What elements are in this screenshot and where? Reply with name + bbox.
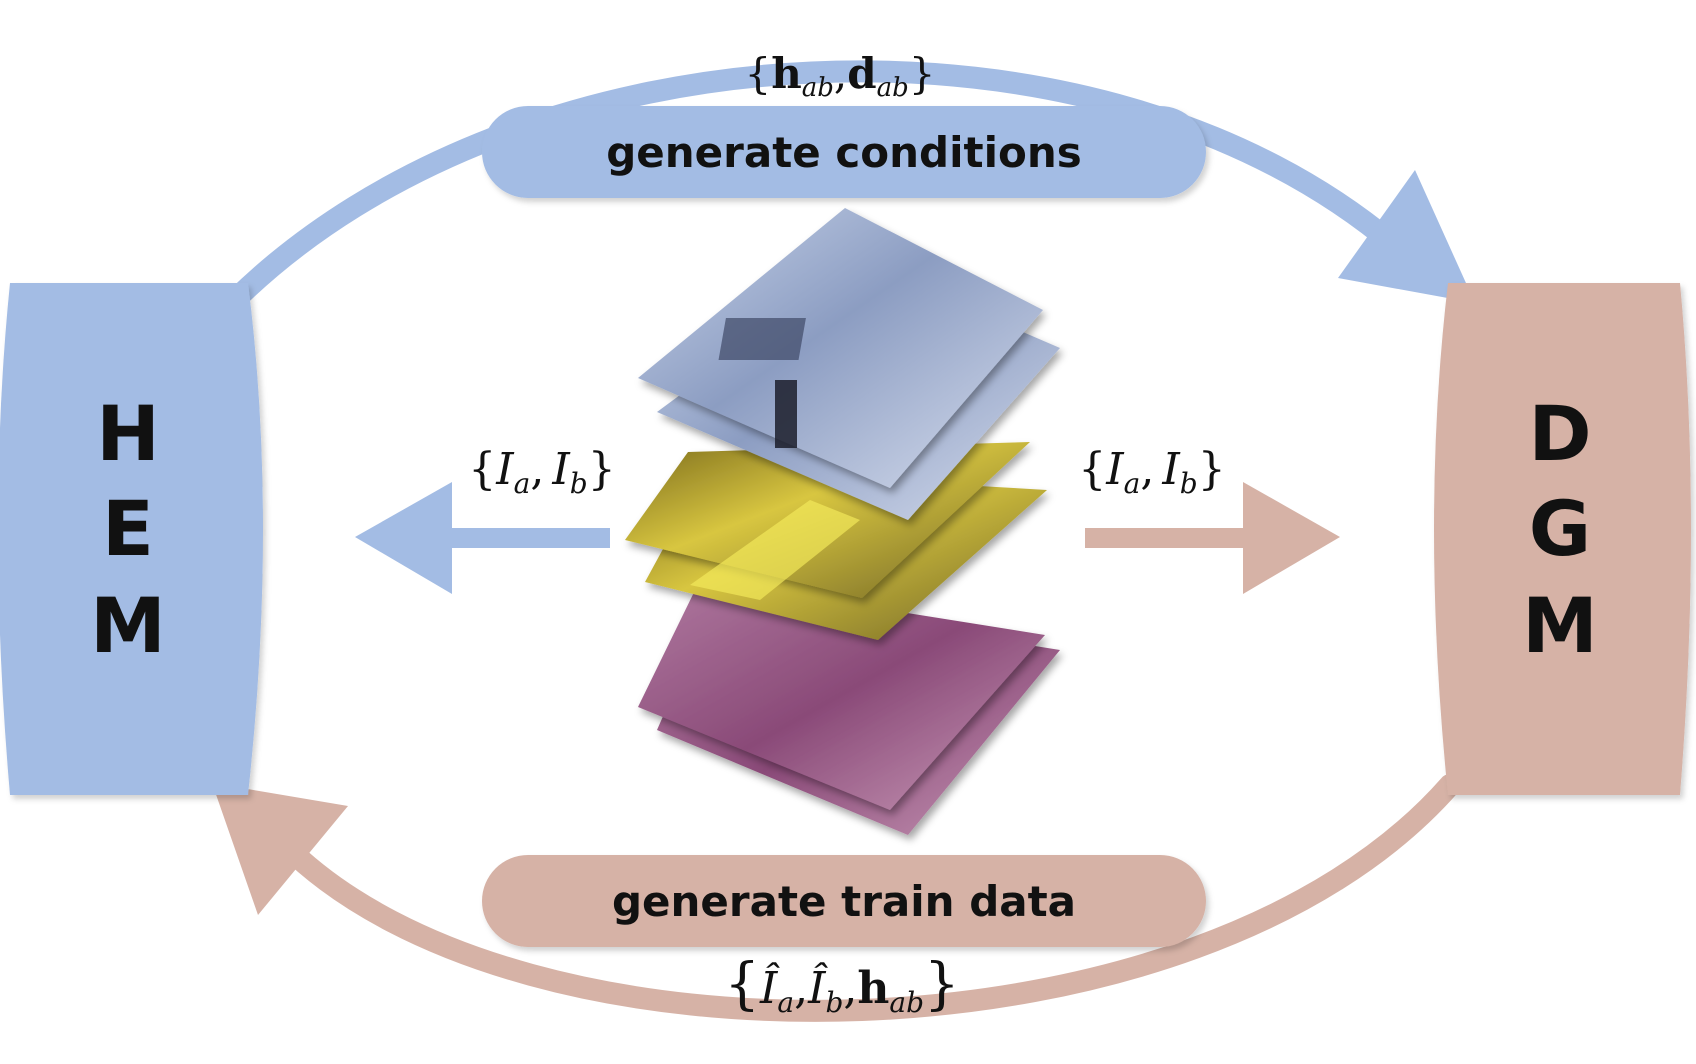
- dgm-letter-d: D: [1528, 389, 1591, 478]
- right-arrow-head: [1243, 482, 1340, 594]
- pair-left-formula: {Ia,Ib}: [468, 444, 615, 500]
- dgm-block: [1434, 283, 1691, 795]
- bottom-arrowhead: [212, 783, 348, 915]
- generate-conditions-pill: [482, 106, 1206, 198]
- generate-conditions-label: generate conditions: [606, 128, 1082, 177]
- tower-highlight: [690, 500, 860, 600]
- image-bench-front: [638, 580, 1045, 810]
- top-arrowhead: [1338, 170, 1475, 303]
- hem-letter-e: E: [102, 484, 154, 573]
- top-condition-formula: {hab,dab}: [744, 49, 935, 103]
- dgm-letter-g: G: [1529, 484, 1591, 573]
- hem-letter-h: H: [96, 389, 160, 478]
- bottom-condition-formula: {Îa,Îb,hab}: [724, 952, 959, 1019]
- dgm-letter-m: M: [1522, 581, 1598, 670]
- hem-letter-m: M: [90, 581, 166, 670]
- top-arc-arrow: [224, 60, 1411, 311]
- generate-train-data-label: generate train data: [612, 877, 1076, 926]
- image-snow-front: [638, 208, 1043, 488]
- person-silhouette: [775, 380, 797, 448]
- left-arrow-shaft: [452, 528, 610, 548]
- generate-train-data-pill: [482, 855, 1206, 947]
- left-arrow-head: [355, 482, 452, 594]
- pair-right-formula: {Ia,Ib}: [1078, 444, 1225, 500]
- right-arrow-shaft: [1085, 528, 1245, 548]
- image-stack: [625, 208, 1060, 835]
- temple-silhouette: [718, 318, 806, 360]
- hem-block: [0, 283, 263, 795]
- bottom-arc-arrow: [274, 774, 1461, 1022]
